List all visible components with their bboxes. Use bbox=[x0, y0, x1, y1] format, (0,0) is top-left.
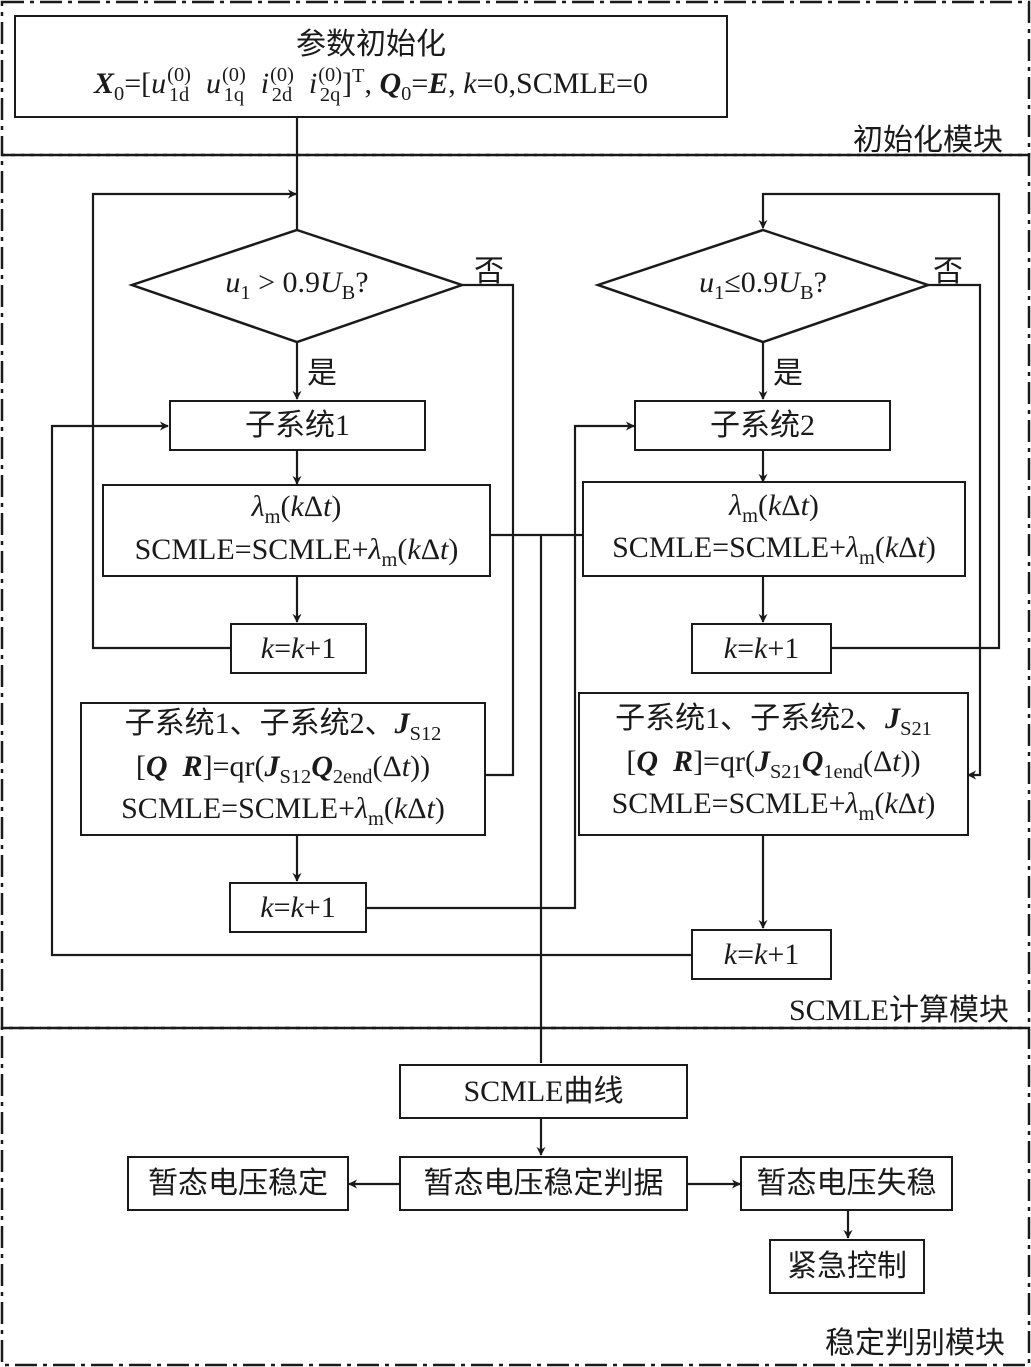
left-switch-box: 子系统1、子系统2、JS12 [Q R]=qr(JS12Q2end(Δt)) S… bbox=[80, 702, 486, 836]
right-lambda-line: λm(kΔt) bbox=[729, 488, 819, 527]
left-k-increment-box-2: k=k+1 bbox=[229, 882, 367, 933]
module-label-init: 初始化模块 bbox=[853, 124, 1003, 157]
left-switch-accum: SCMLE=SCMLE+λm(kΔt) bbox=[121, 792, 445, 831]
decision-right-yes-label: 是 bbox=[773, 357, 803, 390]
subsystem1-box: 子系统1 bbox=[169, 400, 426, 451]
right-switch-line1: 子系统1、子系统2、JS21 bbox=[615, 702, 932, 741]
right-switch-accum: SCMLE=SCMLE+λm(kΔt) bbox=[611, 787, 936, 826]
wire-right-no bbox=[928, 283, 982, 780]
left-switch-qr: [Q R]=qr(JS12Q2end(Δt)) bbox=[135, 749, 431, 788]
decision-left-no-label: 否 bbox=[474, 255, 504, 288]
left-k-increment-box: k=k+1 bbox=[230, 623, 367, 674]
right-lambda-box: λm(kΔt) SCMLE=SCMLE+λm(kΔt) bbox=[582, 481, 966, 577]
scmle-curve-box: SCMLE曲线 bbox=[399, 1064, 688, 1119]
left-accum-line: SCMLE=SCMLE+λm(kΔt) bbox=[134, 532, 459, 571]
wire-left-loop bbox=[91, 189, 297, 650]
subsystem2-box: 子系统2 bbox=[634, 400, 891, 451]
right-switch-qr: [Q R]=qr(JS21Q1end(Δt)) bbox=[626, 744, 921, 783]
decision-right-no-label: 否 bbox=[933, 255, 963, 288]
decision-right-text: u1≤0.9UB? bbox=[699, 266, 827, 304]
init-formula: X0=[u(0)1d u(0)1q i(0)2d i(0)2q]T, Q0=E,… bbox=[94, 64, 648, 106]
module-label-calc: SCMLE计算模块 bbox=[788, 994, 1009, 1027]
right-k-increment-box-2: k=k+1 bbox=[691, 929, 832, 980]
right-accum-line: SCMLE=SCMLE+λm(kΔt) bbox=[612, 531, 936, 569]
left-lambda-line: λm(kΔt) bbox=[251, 490, 342, 528]
init-title: 参数初始化 bbox=[296, 28, 446, 61]
module-border-judge bbox=[0, 1026, 1031, 1367]
init-box: 参数初始化 X0=[u(0)1d u(0)1q i(0)2d i(0)2q]T,… bbox=[14, 15, 728, 118]
wire-right-loop bbox=[758, 192, 1001, 650]
wire-left-no bbox=[462, 283, 515, 777]
decision-left-text: u1 > 0.9UB? bbox=[225, 266, 369, 304]
wire-left-to-sub2 bbox=[366, 421, 635, 910]
unstable-box: 暂态电压失稳 bbox=[740, 1156, 953, 1211]
left-lambda-box: λm(kΔt) SCMLE=SCMLE+λm(kΔt) bbox=[102, 484, 491, 577]
decision-left-yes-label: 是 bbox=[307, 357, 337, 390]
module-label-judge: 稳定判别模块 bbox=[825, 1327, 1005, 1360]
right-k-increment-box: k=k+1 bbox=[691, 623, 832, 674]
stability-criterion-box: 暂态电压稳定判据 bbox=[399, 1156, 688, 1211]
right-switch-box: 子系统1、子系统2、JS21 [Q R]=qr(JS21Q1end(Δt)) S… bbox=[578, 692, 969, 836]
wire-right-to-sub1 bbox=[50, 421, 693, 957]
emergency-control-box: 紧急控制 bbox=[769, 1239, 925, 1294]
left-switch-line1: 子系统1、子系统2、JS12 bbox=[124, 707, 442, 746]
stable-box: 暂态电压稳定 bbox=[127, 1156, 349, 1211]
